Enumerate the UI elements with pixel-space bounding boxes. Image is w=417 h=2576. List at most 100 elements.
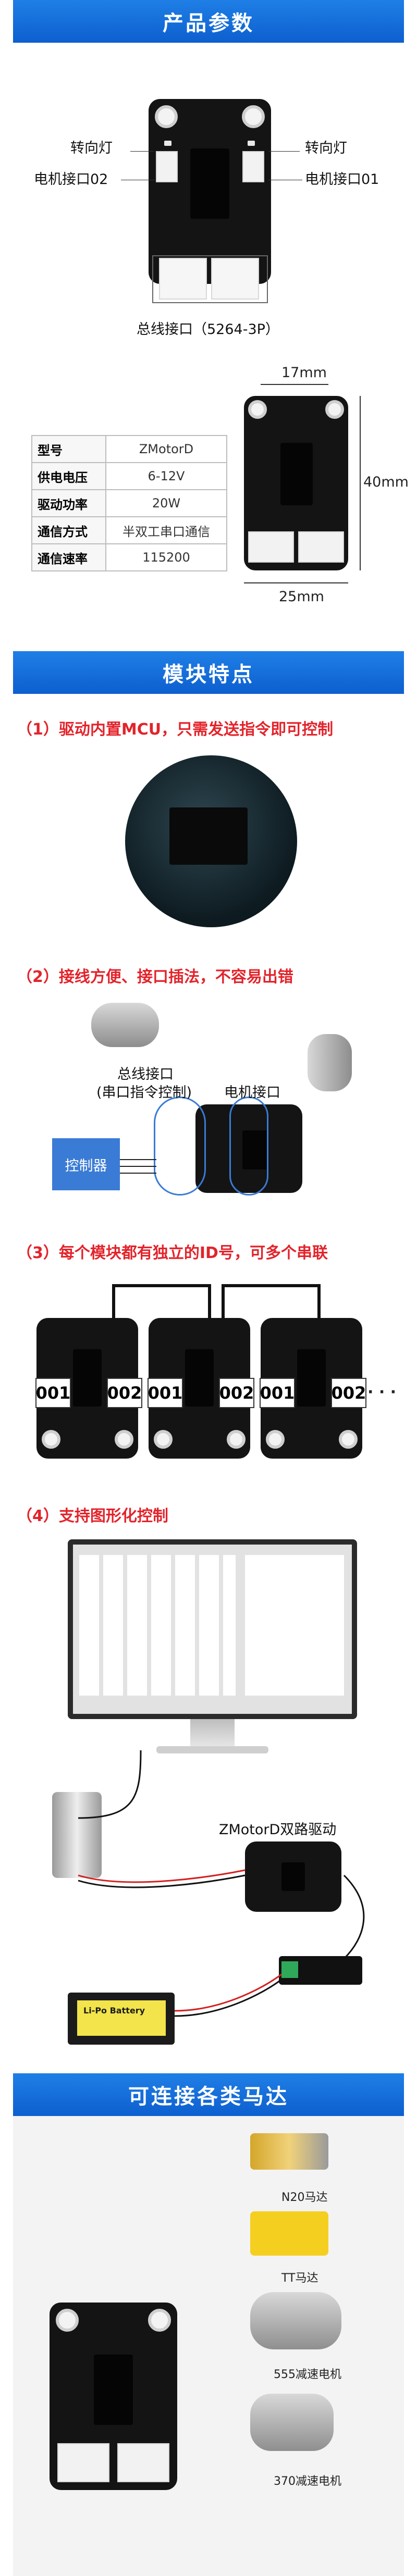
controller-box: 控制器 (52, 1138, 120, 1190)
highlight-bus (154, 1097, 206, 1196)
bus-port-frame (152, 255, 268, 303)
section-banner-features: 模块特点 (13, 651, 404, 694)
controller-label: 控制器 (65, 1158, 107, 1174)
mount-hole (42, 1430, 60, 1449)
label-motor-port-02: 电机接口02 (34, 171, 108, 188)
dim-line-top (261, 384, 328, 385)
chain-wire (112, 1284, 122, 1321)
motor-image (308, 1034, 352, 1091)
bus-connector (248, 531, 294, 563)
section-title: 模块特点 (163, 663, 254, 687)
driver-chip (297, 1349, 326, 1407)
label-zmotord: ZMotorD双路驱动 (219, 1822, 337, 1838)
motor-connector (242, 151, 264, 182)
mount-hole (154, 1430, 173, 1449)
table-row: 通信方式半双工串口通信 (31, 516, 227, 544)
driver-chip (73, 1349, 102, 1407)
leader-line (268, 151, 300, 152)
mcu-closeup-image (125, 755, 297, 927)
driver-chip (281, 1862, 305, 1891)
chain-wire (208, 1284, 211, 1321)
feature-4: （4）支持图形化控制 (17, 1507, 168, 1525)
id-label: 001 (35, 1378, 71, 1408)
chain-wire (112, 1284, 211, 1287)
wire (174, 1978, 282, 2017)
monitor-base (156, 1746, 268, 1753)
leader-line (130, 151, 154, 152)
highlight-motor (229, 1097, 268, 1196)
label-motor-interface: 电机接口 (224, 1085, 280, 1101)
feature-1: （1）驱动内置MCU，只需发送指令即可控制 (17, 720, 334, 739)
motor-image (91, 1003, 159, 1047)
tt-motor-image (250, 2211, 328, 2256)
wire (78, 1869, 246, 1883)
wire (343, 1874, 365, 1960)
label-bus-serial: (串口指令控制) (96, 1085, 192, 1101)
turn-led (248, 141, 255, 146)
wire (174, 1973, 282, 2012)
label-motor-port-01: 电机接口01 (305, 171, 379, 188)
motor-image (52, 1792, 102, 1878)
label-bus-port: 总线接口（5264-3P） (137, 321, 279, 338)
driver-chip (94, 2355, 133, 2425)
usb-cable (78, 1750, 142, 1819)
bus-connector (211, 258, 259, 300)
board-image-control (245, 1841, 341, 1912)
mount-hole (266, 1430, 285, 1449)
monitor-screen (68, 1539, 357, 1719)
wire (120, 1173, 156, 1174)
control-panel (245, 1555, 344, 1696)
control-wires (78, 1750, 365, 2017)
driver-chip (185, 1349, 214, 1407)
dim-right: 40mm (363, 474, 409, 490)
mount-hole (155, 105, 178, 128)
mount-hole (339, 1430, 358, 1449)
370-motor-image (250, 2394, 334, 2451)
wire (120, 1166, 156, 1167)
driver-chip (242, 1130, 268, 1169)
mount-hole (227, 1430, 246, 1449)
turn-led (164, 141, 171, 146)
dim-line-right (360, 396, 361, 570)
motor-label-370: 370减速电机 (274, 2475, 341, 2488)
bus-connector (298, 531, 344, 563)
mount-hole (325, 400, 344, 419)
motor-label-n20: N20马达 (281, 2191, 328, 2204)
monitor-stand (190, 1719, 235, 1748)
section-title: 可连接各类马达 (128, 2085, 289, 2109)
mount-hole (56, 2309, 79, 2332)
bus-connector (57, 2443, 109, 2482)
label-turn-light-left: 转向灯 (70, 140, 113, 156)
driver-chip (190, 148, 229, 219)
section-banner-params: 产品参数 (13, 0, 404, 43)
dim-top: 17mm (281, 365, 327, 381)
id-label: 001 (148, 1378, 183, 1408)
dim-bottom: 25mm (279, 589, 324, 605)
chain-wire (222, 1284, 225, 1321)
wire (78, 1874, 246, 1888)
id-label: 002 (107, 1378, 142, 1408)
id-label: 001 (260, 1378, 295, 1408)
section-banner-motors: 可连接各类马达 (13, 2073, 404, 2116)
board-image-dimensions (244, 396, 348, 570)
chain-wire (317, 1284, 321, 1321)
dim-line-bottom (244, 582, 348, 583)
feature-3: （3）每个模块都有独立的ID号，可多个串联 (17, 1244, 328, 1262)
board-image-large (149, 99, 271, 284)
terminal-block (281, 1961, 298, 1978)
chain-wire (222, 1284, 321, 1287)
feature-2: （2）接线方便、接口插法，不容易出错 (17, 968, 293, 986)
section-title: 产品参数 (163, 11, 254, 35)
mount-hole (115, 1430, 133, 1449)
n20-motor-image (250, 2133, 328, 2170)
mount-hole (242, 105, 265, 128)
mount-hole (248, 400, 267, 419)
board-image-motors (50, 2303, 177, 2490)
motor-label-tt: TT马达 (281, 2272, 318, 2285)
graphical-blocks (79, 1555, 236, 1696)
